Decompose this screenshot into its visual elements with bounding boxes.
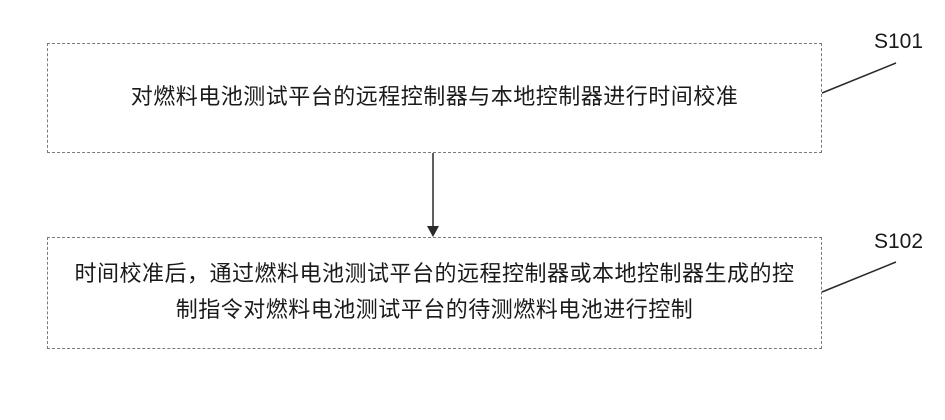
flow-arrow-head bbox=[427, 226, 439, 237]
leader-line-s101 bbox=[822, 63, 896, 93]
leader-line-s102 bbox=[822, 262, 896, 292]
step-box-s101: 对燃料电池测试平台的远程控制器与本地控制器进行时间校准 bbox=[47, 43, 822, 153]
step-label-s102: S102 bbox=[874, 230, 923, 254]
step-label-s101: S101 bbox=[874, 30, 923, 54]
step-text-s102: 时间校准后，通过燃料电池测试平台的远程控制器或本地控制器生成的控制指令对燃料电池… bbox=[65, 257, 805, 329]
step-box-s102: 时间校准后，通过燃料电池测试平台的远程控制器或本地控制器生成的控制指令对燃料电池… bbox=[47, 237, 822, 349]
step-text-s101: 对燃料电池测试平台的远程控制器与本地控制器进行时间校准 bbox=[131, 80, 739, 116]
